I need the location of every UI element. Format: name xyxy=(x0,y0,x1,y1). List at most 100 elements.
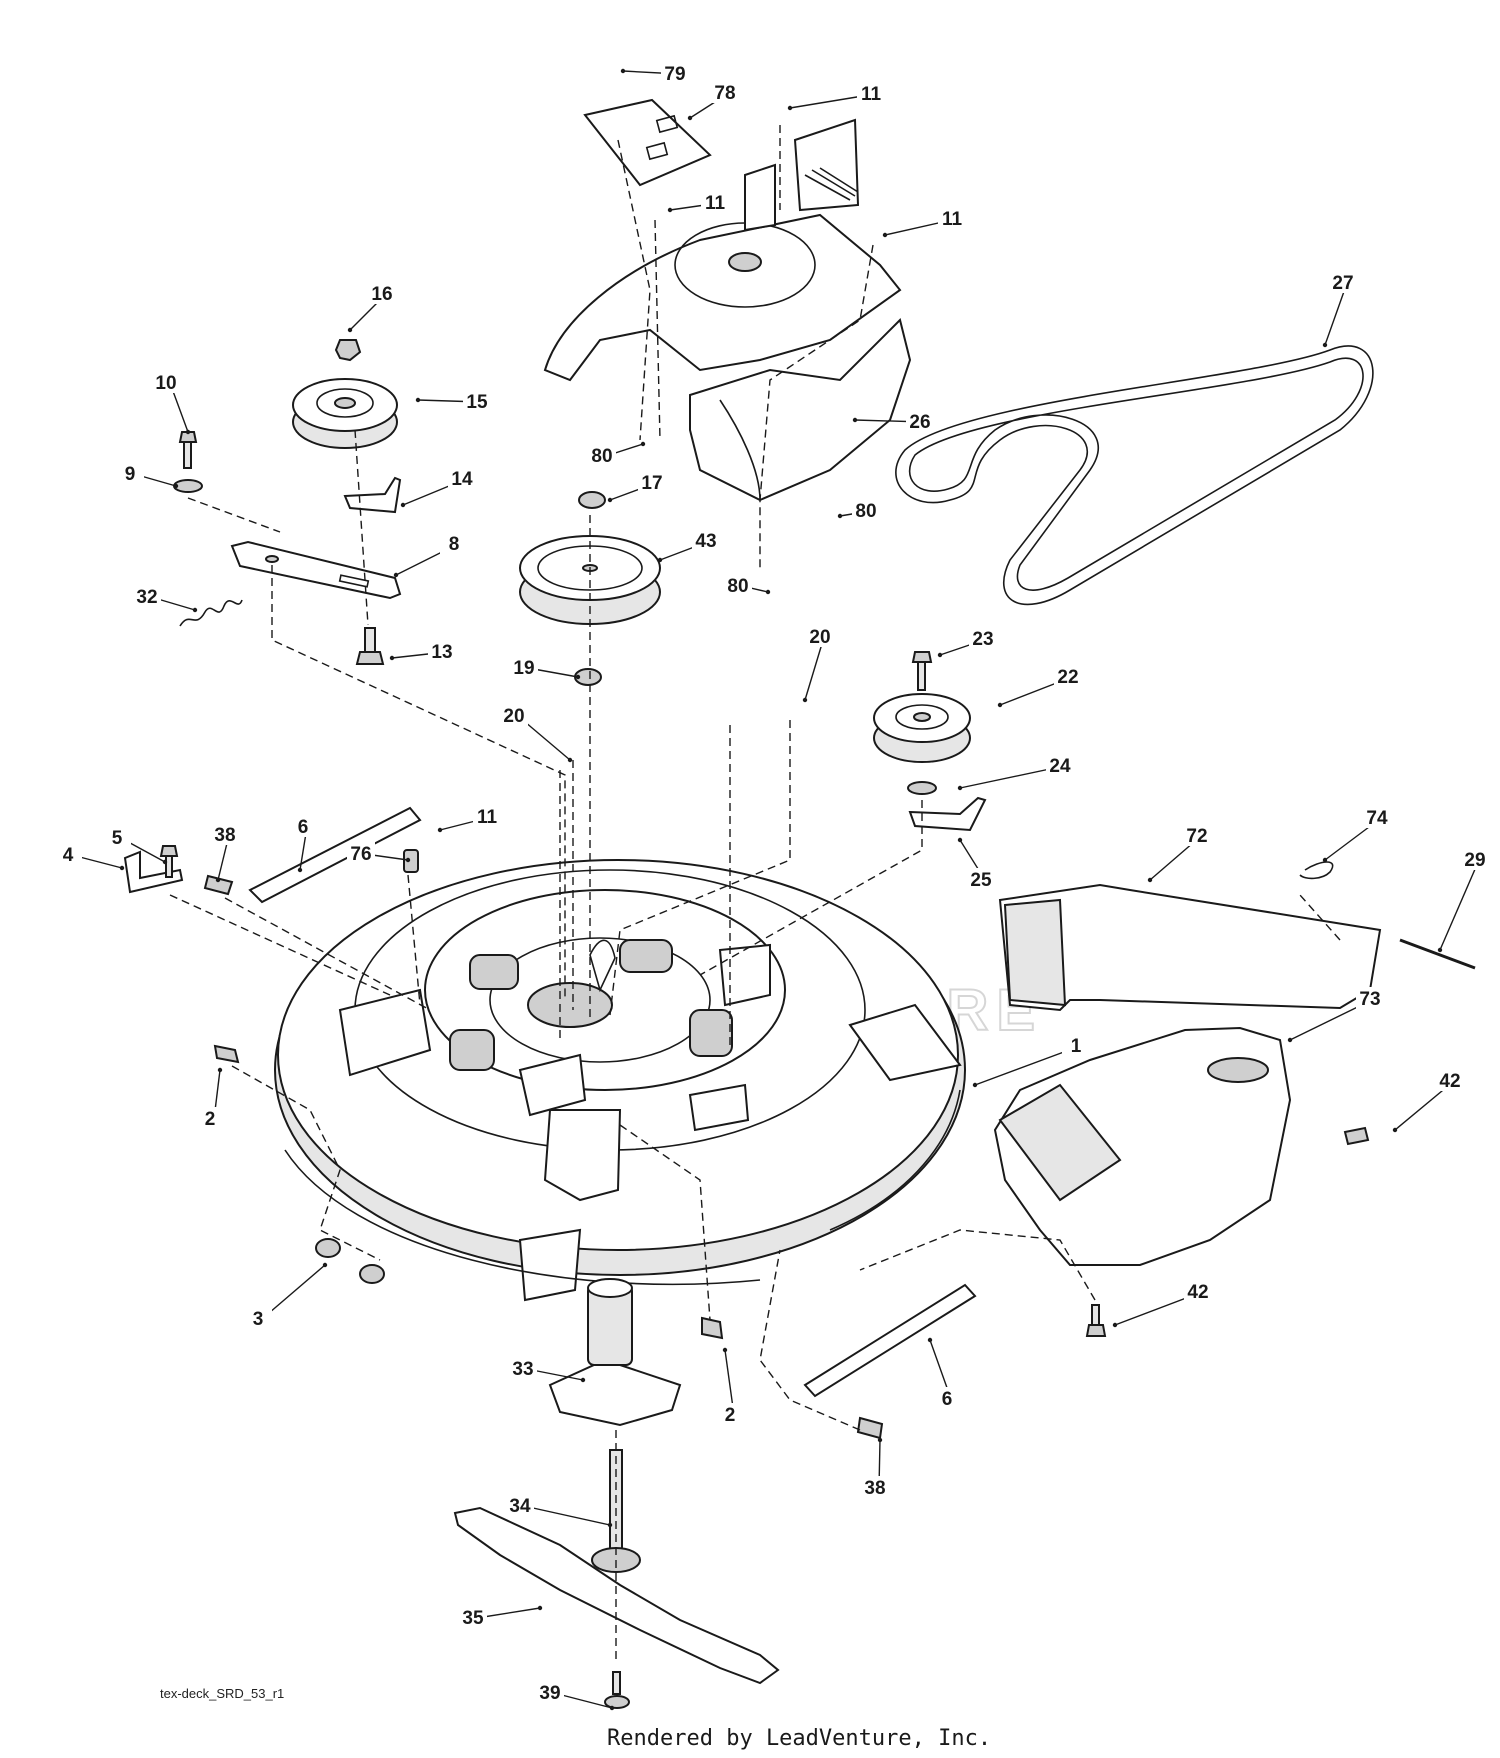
part-3-nuts xyxy=(315,1238,385,1284)
leader-arrowhead xyxy=(162,859,168,865)
callout-29: 29 xyxy=(1437,848,1489,953)
callout-backing xyxy=(1363,806,1391,828)
callout-35: 35 xyxy=(459,1605,543,1629)
callout-number: 17 xyxy=(641,473,662,494)
callout-number: 26 xyxy=(909,412,930,433)
callout-backing xyxy=(852,499,880,521)
leader-arrowhead xyxy=(173,483,179,489)
part-26-belt-cover xyxy=(543,118,912,502)
callout-number: 11 xyxy=(861,84,882,105)
leader-arrowhead xyxy=(405,857,411,863)
leader-arrowhead xyxy=(192,607,198,613)
callout-78: 78 xyxy=(687,81,739,121)
assembly-lines xyxy=(169,125,1341,1660)
callout-backing xyxy=(368,282,396,304)
callout-38: 38 xyxy=(861,1437,889,1499)
leader-arrowhead xyxy=(1392,1127,1398,1133)
callout-number: 15 xyxy=(466,392,488,413)
callout-number: 14 xyxy=(451,469,473,490)
callout-24: 24 xyxy=(957,754,1074,791)
callout-backing xyxy=(211,823,239,845)
callout-1: 1 xyxy=(972,1034,1090,1088)
callout-42: 42 xyxy=(1392,1069,1464,1133)
callout-80: 80 xyxy=(724,574,771,597)
part-14-bracket xyxy=(343,476,402,514)
leader-line xyxy=(476,1607,541,1619)
leader-arrowhead xyxy=(347,327,353,333)
callout-number: 16 xyxy=(371,284,392,305)
part-10-bolt xyxy=(178,431,198,469)
callout-16: 16 xyxy=(347,282,396,333)
leader-line xyxy=(523,1505,611,1526)
callout-backing xyxy=(133,585,161,607)
leader-arrowhead xyxy=(972,1082,978,1088)
callout-4: 4 xyxy=(54,843,125,871)
leader-arrowhead xyxy=(852,417,858,423)
callout-80: 80 xyxy=(588,441,646,467)
part-23-bolt xyxy=(911,651,933,691)
callout-number: 76 xyxy=(350,844,371,865)
part-35-blade xyxy=(453,1506,780,1685)
part-17-nut xyxy=(578,491,606,509)
callout-number: 38 xyxy=(214,825,235,846)
callout-backing xyxy=(152,371,180,393)
leader-arrowhead xyxy=(1287,1037,1293,1043)
callout-15: 15 xyxy=(415,390,491,413)
part-38b-bolt xyxy=(856,1416,884,1440)
callout-backing xyxy=(711,81,739,103)
callout-73: 73 xyxy=(1287,987,1384,1043)
callout-number: 10 xyxy=(155,373,176,394)
callout-number: 74 xyxy=(1366,808,1388,829)
leader-arrowhead xyxy=(1322,857,1328,863)
part-27-belt xyxy=(895,345,1374,606)
callout-backing xyxy=(1356,987,1384,1009)
leader-arrowhead xyxy=(957,837,963,843)
part-15-pulley xyxy=(292,378,398,449)
part-42a-bolt xyxy=(1343,1126,1370,1146)
callout-backing xyxy=(933,1387,961,1409)
leader-arrowhead xyxy=(882,232,888,238)
callout-backing xyxy=(638,471,666,493)
part-6b-strap xyxy=(803,1283,977,1398)
callout-backing xyxy=(1436,1069,1464,1091)
diagram-reference-code: tex-deck_SRD_53_r1 xyxy=(160,1686,284,1701)
leader-arrowhead xyxy=(415,397,421,403)
callout-backing xyxy=(509,1357,537,1379)
leader-arrowhead xyxy=(185,429,191,435)
leader-arrowhead xyxy=(400,502,406,508)
callout-backing xyxy=(1046,754,1074,776)
callout-10: 10 xyxy=(152,371,191,435)
leader-arrowhead xyxy=(657,557,663,563)
leader-line xyxy=(804,636,825,701)
callout-2: 2 xyxy=(196,1067,224,1130)
part-73-chute xyxy=(993,1026,1292,1266)
leader-arrowhead xyxy=(575,674,581,680)
callout-32: 32 xyxy=(133,585,198,613)
callout-number: 39 xyxy=(539,1683,560,1704)
callout-backing xyxy=(967,868,995,890)
callout-backing xyxy=(459,1606,487,1628)
callout-number: 35 xyxy=(462,1608,484,1629)
callout-23: 23 xyxy=(937,627,997,658)
callout-backing xyxy=(861,1476,889,1498)
callout-number: 80 xyxy=(727,576,748,597)
leader-arrowhead xyxy=(722,1347,728,1353)
callout-76: 76 xyxy=(347,842,411,865)
leader-arrowhead xyxy=(393,572,399,578)
callout-backing xyxy=(1461,848,1489,870)
callout-42: 42 xyxy=(1112,1280,1212,1328)
callout-backing xyxy=(806,625,834,647)
callout-backing xyxy=(1329,271,1357,293)
leader-arrowhead xyxy=(997,702,1003,708)
callout-backing xyxy=(428,640,456,662)
callout-number: 1 xyxy=(1071,1036,1082,1057)
part-22-pulley xyxy=(873,693,971,763)
callout-number: 42 xyxy=(1439,1071,1460,1092)
part-1-deck xyxy=(274,859,966,1302)
leader-arrowhead xyxy=(215,877,221,883)
callout-number: 25 xyxy=(970,870,992,891)
callout-backing xyxy=(1054,665,1082,687)
callout-number: 43 xyxy=(695,531,716,552)
leader-arrowhead xyxy=(640,441,646,447)
